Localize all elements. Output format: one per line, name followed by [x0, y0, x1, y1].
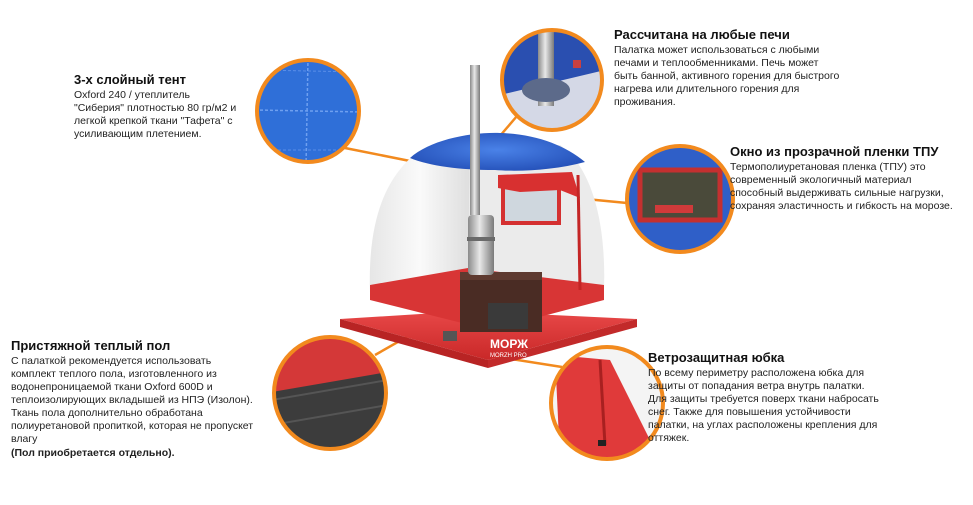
feature-layers-line: Oxford 240 / утеплитель: [74, 89, 190, 101]
feature-window-line: современный экологичный материал: [730, 174, 912, 186]
feature-window-line: сохраняя эластичность и гибкость на моро…: [730, 200, 953, 212]
feature-floor: Пристяжной теплый пол С палаткой рекомен…: [11, 338, 276, 460]
feature-stoves-line: Палатка может использоваться с любыми: [614, 44, 820, 56]
feature-skirt-line: снег. Также для повышения устойчивости: [648, 406, 851, 418]
callout-fabric-closeup: [255, 58, 361, 164]
feature-floor-line: комплект теплого пола, изготовленного из: [11, 368, 217, 380]
feature-floor-line: Ткань пола дополнительно обработана: [11, 407, 203, 419]
feature-window-line: Термополиуретановая пленка (ТПУ) это: [730, 161, 926, 173]
stove-brand-sub: MORZH PRO: [490, 353, 527, 359]
callout-window-closeup: [625, 144, 735, 254]
feature-skirt-line: палатки, на углах расположены крепления …: [648, 419, 878, 431]
feature-layers: 3-х слойный тент Oxford 240 / утеплитель…: [74, 72, 274, 141]
feature-skirt-line: По всему периметру расположена юбка для: [648, 367, 865, 379]
stove-brand: МОРЖ: [490, 337, 528, 351]
tent-roof: [410, 132, 585, 171]
callout-floor-closeup: [272, 335, 388, 451]
feature-stoves-title: Рассчитана на любые печи: [614, 27, 790, 42]
feature-layers-line: легкой крепкой ткани "Тафета" с: [74, 115, 233, 127]
callout-chimney-closeup: [500, 28, 604, 132]
feature-window-title: Окно из прозрачной пленки ТПУ: [730, 144, 939, 159]
feature-window-line: способный выдерживать сильные нагрузки,: [730, 187, 944, 199]
feature-stoves-line: печами и теплообменниками. Печь может: [614, 57, 819, 69]
feature-layers-title: 3-х слойный тент: [74, 72, 187, 87]
feature-floor-line: водонепроницаемой ткани Oxford 600D и: [11, 381, 213, 393]
feature-stoves-line: нагрева или длительного горения для: [614, 83, 800, 95]
feature-floor-line: С палаткой рекомендуется использовать: [11, 355, 212, 367]
callout-skirt-closeup: [549, 345, 665, 461]
feature-layers-line: усиливающим плетением.: [74, 128, 202, 140]
feature-skirt-line: Для защиты требуется поверх ткани наброс…: [648, 393, 879, 405]
feature-skirt: Ветрозащитная юбка По всему периметру ра…: [648, 350, 928, 445]
chimney-pipe: [470, 65, 480, 215]
feature-layers-line: "Сиберия" плотностью 80 гр/м2 и: [74, 102, 237, 114]
feature-floor-line: полиуретановой пропиткой, которая не про…: [11, 420, 254, 432]
feature-floor-line: влагу: [11, 433, 38, 445]
feature-floor-note: (Пол приобретается отдельно).: [11, 447, 175, 459]
feature-floor-line: теплоизолирующих вкладышей из НПЭ (Изоло…: [11, 394, 253, 406]
feature-floor-title: Пристяжной теплый пол: [11, 338, 171, 353]
tent-skirt-front: [340, 319, 488, 368]
feature-skirt-title: Ветрозащитная юбка: [648, 350, 785, 365]
feature-stoves-line: проживания.: [614, 96, 676, 108]
skirt-patch: [443, 331, 457, 341]
feature-window: Окно из прозрачной пленки ТПУ Термополиу…: [730, 144, 970, 213]
leader-line-layers: [344, 146, 421, 165]
tent-skirt: [340, 311, 637, 360]
feature-stoves-line: быть банной, активного горения для быстр…: [614, 70, 840, 82]
feature-stoves: Рассчитана на любые печи Палатка может и…: [614, 27, 854, 109]
feature-skirt-line: оттяжек.: [648, 432, 690, 444]
feature-skirt-line: защиты от попадания ветра внутрь палатки…: [648, 380, 865, 392]
tent: [340, 65, 637, 368]
